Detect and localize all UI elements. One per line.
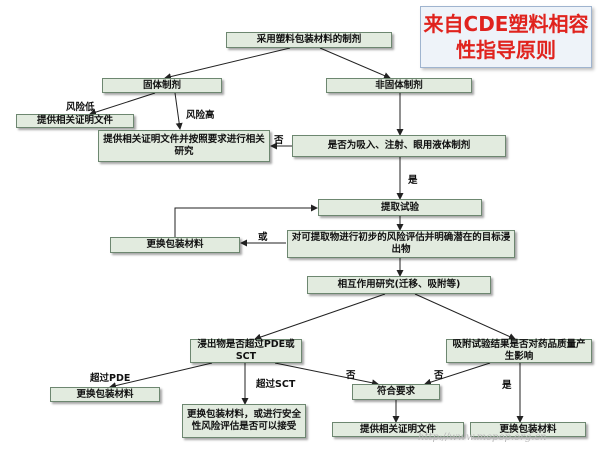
arrow-leach-pde <box>109 362 213 390</box>
node-provide-proof-1: 提供相关证明文件 <box>16 114 134 128</box>
node-extraction: 提取试验 <box>318 199 482 216</box>
title-line-1: 来自CDE塑料相容 <box>423 12 589 36</box>
node-liquid-question: 是否为吸入、注射、眼用液体制剂 <box>292 135 506 157</box>
label-yes-1: 是 <box>408 175 418 186</box>
label-yes-2: 是 <box>502 380 512 391</box>
node-leach-question: 浸出物是否超过PDE或SCT <box>190 339 302 363</box>
arrow-solid-low <box>89 92 156 116</box>
node-prep: 采用塑料包装材料的制剂 <box>226 32 392 48</box>
node-meets-requirements: 符合要求 <box>352 384 440 400</box>
label-high-risk: 风险高 <box>186 110 215 121</box>
arrow-adsorb-meets <box>424 362 491 386</box>
arrow-solid-high <box>174 92 183 130</box>
node-interaction: 相互作用研究(迁移、吸附等) <box>307 276 491 294</box>
node-change-package-2: 更换包装材料 <box>50 387 160 402</box>
node-change-package-3: 更换包装材料 <box>470 422 586 437</box>
node-change-or-eval: 更换包装材料，或进行安全性风险评估是否可以接受 <box>182 404 306 438</box>
label-low-risk: 风险低 <box>66 102 95 113</box>
node-nonsolid: 非固体制剂 <box>326 78 472 93</box>
arrow-prep-solid <box>164 47 291 81</box>
label-or: 或 <box>258 232 268 243</box>
label-exceed-pde: 超过PDE <box>90 373 131 384</box>
node-provide-proof-study: 提供相关证明文件并按照要求进行相关研究 <box>98 130 270 162</box>
guideline-title: 来自CDE塑料相容 性指导原则 <box>420 6 592 68</box>
arrow-leach-meets <box>274 362 379 387</box>
node-change-package-1: 更换包装材料 <box>110 237 240 253</box>
label-no-2: 否 <box>346 370 356 381</box>
node-solid: 固体制剂 <box>102 78 222 93</box>
node-risk-eval: 对可提取物进行初步的风险评估并明确潜在的目标浸出物 <box>287 230 515 258</box>
title-line-2: 性指导原则 <box>456 38 556 62</box>
label-exceed-sct: 超过SCT <box>256 379 296 390</box>
loop-change-to-extraction <box>174 204 318 237</box>
arrow-prep-nonsolid <box>319 47 391 79</box>
arrow-interaction-leach <box>254 293 386 341</box>
node-provide-proof-2: 提供相关证明文件 <box>332 422 464 437</box>
label-no-1: 否 <box>274 135 284 146</box>
watermark: http://www.mepop.org.cn <box>418 432 547 443</box>
label-no-3: 否 <box>434 370 444 381</box>
arrow-interaction-adsorb <box>414 293 516 340</box>
node-adsorb-question: 吸附试验结果是否对药品质量产生影响 <box>446 339 592 363</box>
